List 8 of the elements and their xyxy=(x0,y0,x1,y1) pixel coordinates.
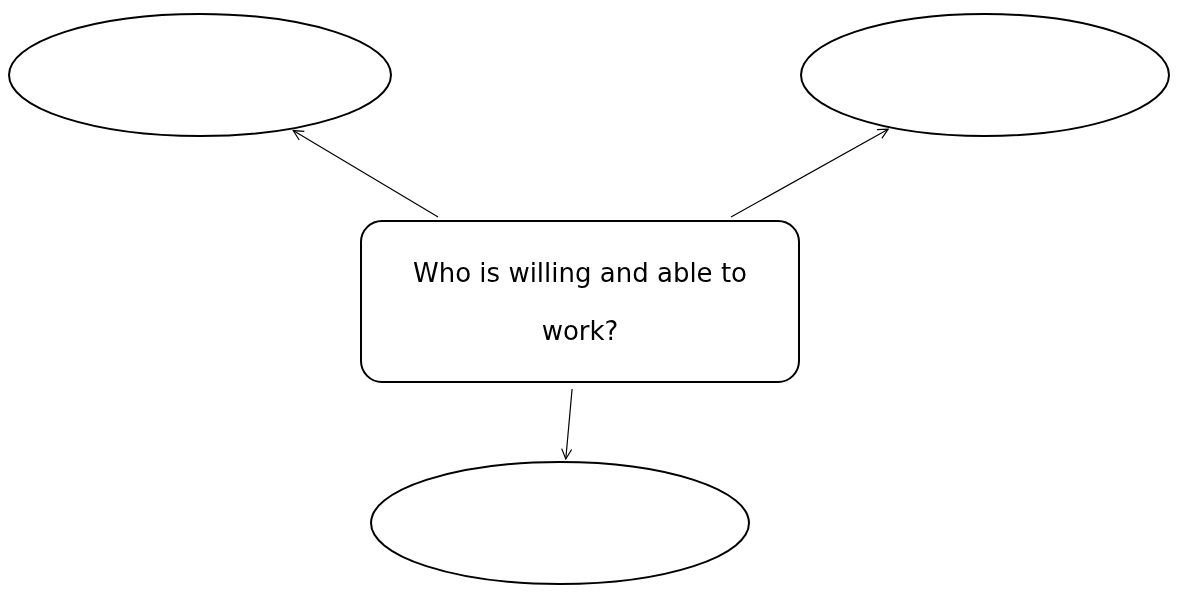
question-box xyxy=(360,220,800,383)
empty-ellipse xyxy=(370,461,750,585)
arrow xyxy=(730,128,889,218)
arrow xyxy=(561,388,573,460)
question-text: Who is willing and able to work? xyxy=(412,256,748,348)
empty-ellipse xyxy=(8,13,392,137)
arrow xyxy=(292,129,439,218)
empty-ellipse xyxy=(800,13,1170,137)
